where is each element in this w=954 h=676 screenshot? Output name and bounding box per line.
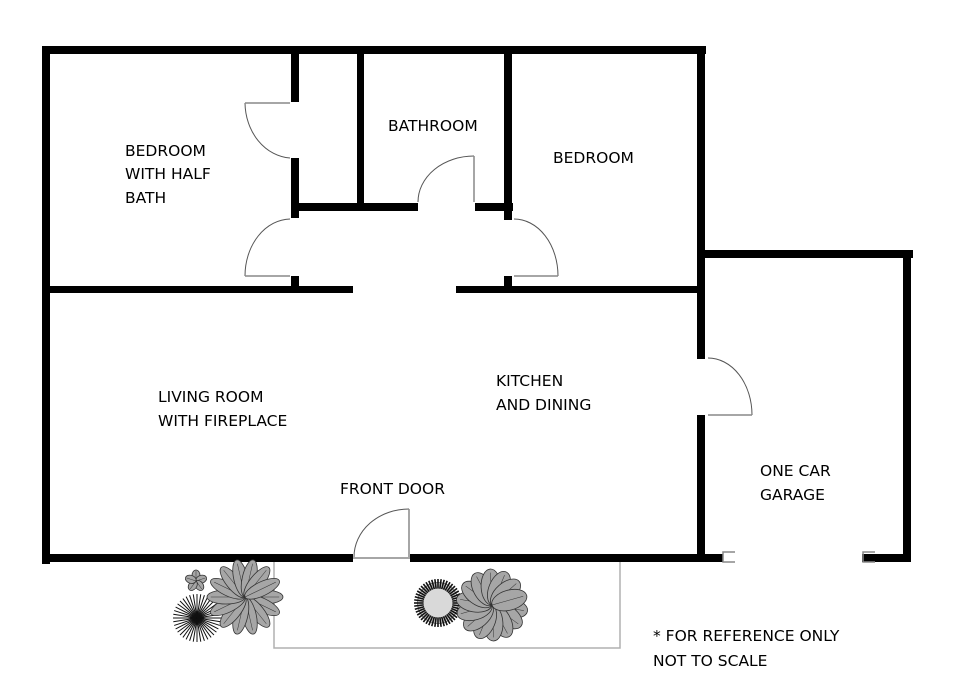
plant-spiky-icon (173, 594, 221, 642)
door-garage (707, 357, 753, 416)
walls (42, 46, 913, 564)
garage-jamb-right (862, 551, 875, 563)
plant-small-flower-icon (184, 569, 208, 591)
plant-rosette-icon (456, 568, 528, 642)
door-bathroom (417, 155, 475, 203)
plant-large-leafy-icon (206, 559, 284, 635)
door-front (353, 508, 410, 558)
doors (244, 102, 875, 563)
door-bedroom-bath (244, 102, 291, 159)
door-bedroom-right (513, 218, 559, 277)
garage-jamb-left (722, 551, 735, 563)
landscaping (173, 559, 528, 642)
label-bathroom: BATHROOM (388, 117, 478, 135)
door-bedroom-left (244, 218, 291, 277)
label-front-door: FRONT DOOR (340, 480, 445, 498)
label-bedroom: BEDROOM (553, 149, 634, 167)
plant-round-shrub-icon (414, 579, 462, 627)
